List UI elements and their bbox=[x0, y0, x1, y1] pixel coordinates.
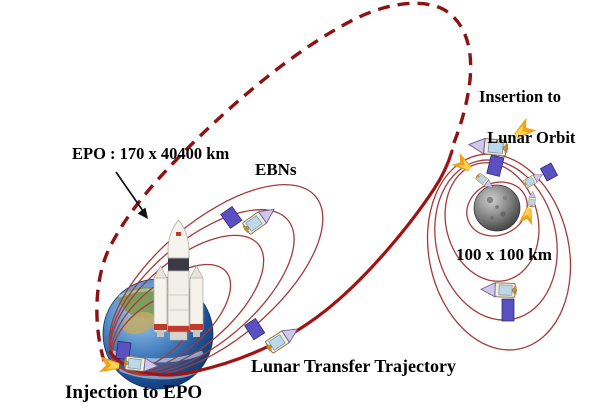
moon-globe bbox=[473, 184, 521, 232]
spacecraft-icon-lunar-orbit-right bbox=[518, 190, 537, 227]
dashed-transfer-ellipse bbox=[95, 1, 473, 362]
spacecraft-icon-transfer bbox=[244, 317, 302, 355]
lunar-transfer-trajectory-line bbox=[108, 149, 454, 377]
spacecraft-icon-ebn bbox=[220, 203, 279, 237]
lunar-transfer-trajectory-label: Lunar Transfer Trajectory bbox=[251, 356, 456, 376]
epo-annotation-arrow bbox=[115, 171, 148, 219]
ebns-label: EBNs bbox=[255, 160, 297, 179]
spacecraft-icon-lunar-orbit-lower bbox=[480, 281, 518, 322]
injection-to-epo-label: Injection to EPO bbox=[65, 382, 203, 403]
spacecraft-icon-lunar-orbit-upper bbox=[521, 162, 559, 190]
lunar-orbit-size-label: 100 x 100 km bbox=[456, 245, 552, 264]
rocket-icon bbox=[153, 219, 204, 341]
spacecraft-icon-lunar-insertion bbox=[467, 117, 537, 177]
lunar-insertion-label-line1: Insertion to bbox=[479, 87, 562, 106]
lunar-insertion-label: Insertion to Lunar Orbit bbox=[479, 87, 575, 149]
lunar-insertion-label-line2: Lunar Orbit bbox=[487, 128, 576, 148]
epo-label: EPO : 170 x 40400 km bbox=[72, 144, 230, 163]
spacecraft-icon-injection bbox=[97, 340, 159, 375]
